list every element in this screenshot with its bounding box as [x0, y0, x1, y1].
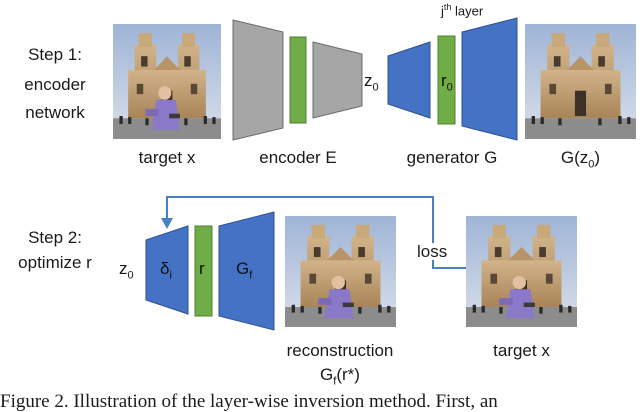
loss-label: loss — [414, 243, 451, 260]
encoder-block-left — [232, 19, 284, 141]
figure-caption: Figure 2. Illustration of the layer-wise… — [0, 392, 498, 411]
step2-target-label: target x — [493, 341, 550, 360]
latent-z0-step2: z0 — [119, 259, 134, 282]
loss-arrowhead — [161, 218, 173, 229]
step1-target-label: target x — [138, 148, 196, 167]
r0-label: r0 — [441, 71, 453, 94]
delta-label: δi — [160, 259, 172, 282]
target-image-step1 — [113, 24, 221, 139]
reconstruction-formula: Gf(r*) — [320, 365, 360, 388]
loss-loop-arrow — [166, 196, 466, 269]
delta-block — [145, 225, 189, 315]
step1-line-network: network — [25, 103, 85, 122]
generator-block-left — [387, 41, 431, 119]
gf-label: Gf — [236, 259, 253, 282]
encoder-label: encoder E — [259, 148, 337, 167]
latent-z0-step1: z0 — [364, 71, 379, 94]
generated-image-step1 — [525, 24, 636, 139]
generator-layer-r0 — [437, 35, 456, 125]
step2-line-optimize: optimize r — [18, 253, 92, 272]
target-image-step2 — [466, 216, 577, 327]
generated-output-label: G(z0) — [560, 148, 601, 171]
r-label: r — [199, 259, 205, 278]
reconstruction-label: reconstruction — [286, 341, 394, 360]
reconstruction-image — [285, 216, 396, 327]
encoder-bottleneck-layer — [289, 36, 307, 124]
encoder-block-right — [312, 41, 363, 119]
jth-layer-label: jth layer — [441, 2, 484, 19]
generator-label: generator G — [406, 148, 498, 167]
r-layer — [194, 225, 213, 317]
gf-block — [218, 211, 275, 331]
generator-block-right — [461, 17, 518, 141]
step2-heading: Step 2: — [28, 228, 82, 247]
step1-heading: Step 1: — [28, 45, 82, 64]
step1-line-encoder: encoder — [24, 75, 86, 94]
